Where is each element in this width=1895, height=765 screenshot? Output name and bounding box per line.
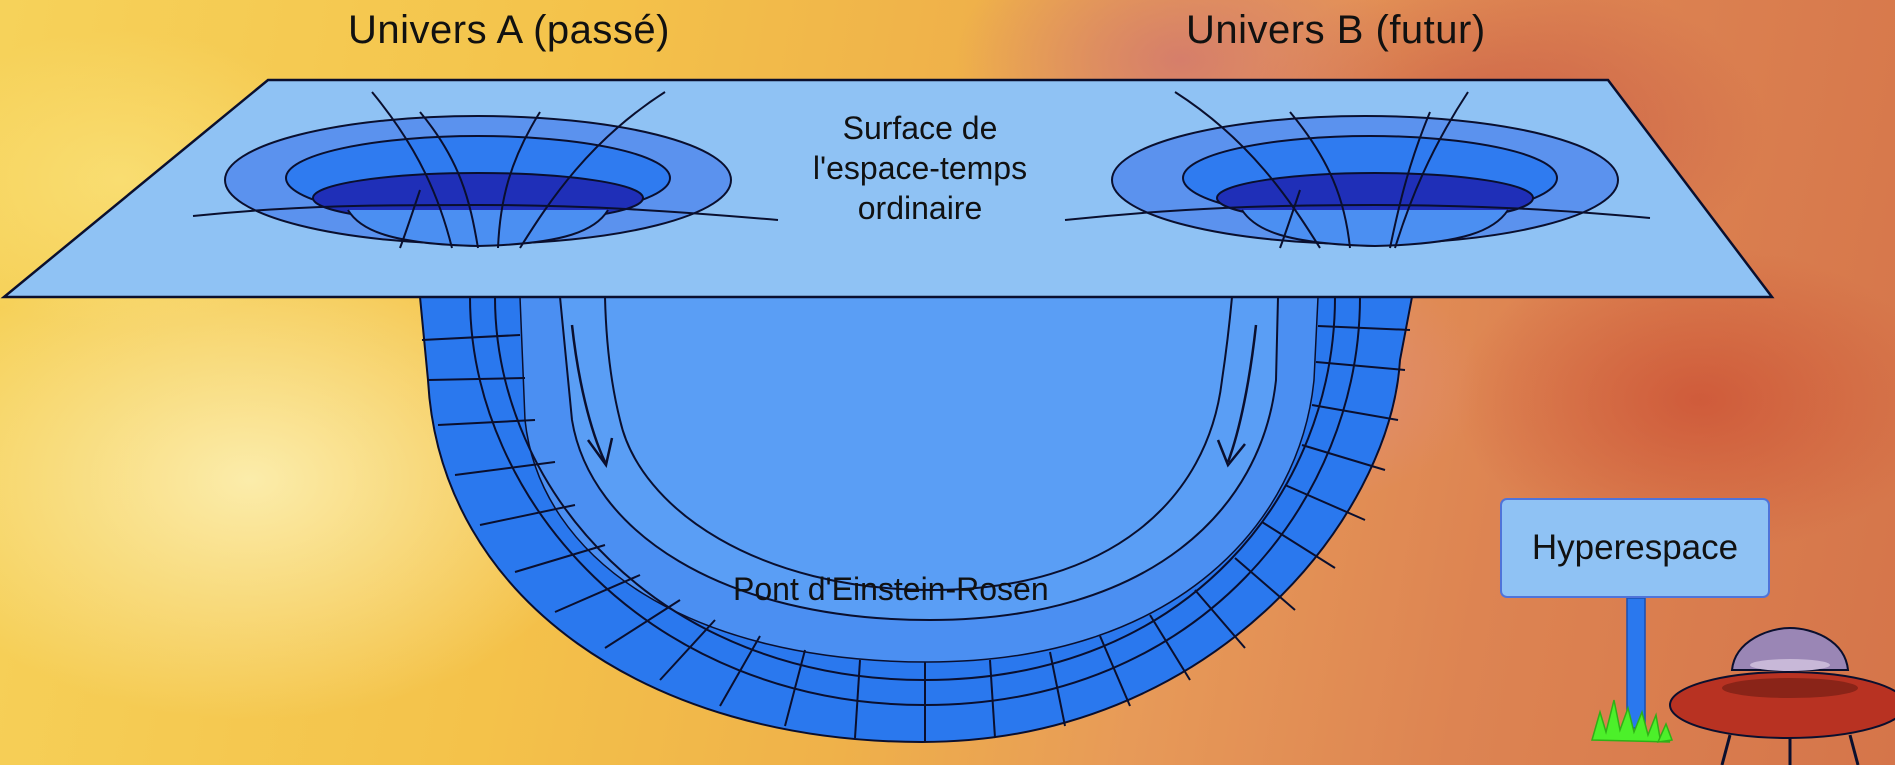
hyperspace-sign-label: Hyperespace [1531, 528, 1739, 567]
grass-tuft [1591, 699, 1674, 743]
flow-arrow-right [1216, 324, 1258, 468]
einstein-rosen-bridge-tube [418, 296, 1414, 744]
universe-a-title: Univers A (passé) [348, 8, 670, 52]
tube-segment-lines [421, 296, 1411, 742]
funnel-universe-b [1064, 91, 1651, 249]
surface-label-line-1: Surface de [842, 110, 998, 146]
spacetime-surface-label: Surface de l'espace-temps ordinaire [770, 108, 1070, 228]
ufo-icon [1669, 626, 1895, 765]
universe-b-title: Univers B (futur) [1186, 8, 1486, 52]
flow-arrow-left [570, 324, 614, 468]
surface-label-line-2: l'espace-temps [812, 150, 1028, 186]
einstein-rosen-bridge-label: Pont d'Einstein-Rosen [733, 571, 1049, 607]
hyperspace-sign: Hyperespace [1500, 498, 1770, 598]
sign-post [1626, 597, 1646, 729]
funnel-universe-a [192, 91, 779, 249]
surface-label-line-3: ordinaire [857, 190, 983, 226]
